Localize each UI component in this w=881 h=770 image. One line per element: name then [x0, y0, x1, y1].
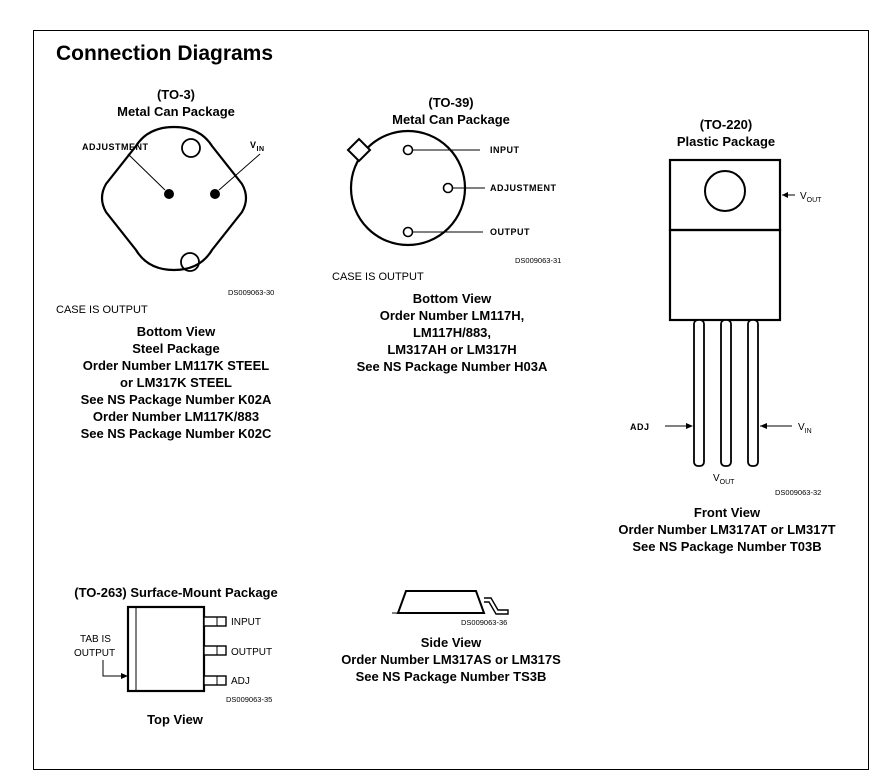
to3-caption-line: or LM317K STEEL: [120, 375, 232, 390]
to3-ds-code: DS009063-30: [228, 288, 275, 297]
to3-title-line2: Metal Can Package: [117, 104, 235, 119]
to220-caption-line: Front View: [693, 505, 761, 520]
to263-caption-line: Top View: [147, 712, 203, 727]
to39-label-input: INPUT: [490, 145, 520, 155]
to39-label-output: OUTPUT: [490, 227, 530, 237]
to263-tab-note-2: OUTPUT: [74, 648, 115, 659]
to3-pin-vin: [210, 189, 220, 199]
to3-caption-line: Order Number LM117K STEEL: [82, 358, 270, 373]
to39-diagram: INPUT ADJUSTMENT OUTPUT: [346, 129, 557, 247]
to263-pin-output: [203, 645, 227, 656]
to39-tab: [346, 137, 372, 163]
to39-ds-code: DS009063-31: [515, 256, 562, 265]
to263-pin-adj: [203, 675, 227, 686]
to220-caption-line: See NS Package Number T03B: [632, 539, 822, 554]
to3-body: [100, 125, 248, 272]
to263-label-output: OUTPUT: [231, 647, 272, 658]
to39-caption-line: See NS Package Number H03A: [356, 359, 548, 374]
to3-caption-line: Steel Package: [132, 341, 220, 356]
to220-lead-adj: [693, 319, 705, 467]
to3-caption-line: See NS Package Number K02A: [80, 392, 272, 407]
side-view-ds-code: DS009063-36: [461, 618, 508, 627]
to220-caption-line: Order Number LM317AT or LM317T: [618, 522, 836, 537]
to3-mount-hole-top: [181, 138, 201, 158]
to220-diagram: VOUT ADJ VIN VOUT: [630, 158, 822, 486]
side-view-lead: [484, 597, 509, 615]
to3-caption: Bottom View Steel Package Order Number L…: [40, 323, 312, 442]
to263-diagram: INPUT OUTPUT ADJ TAB IS OUTPUT: [74, 605, 272, 693]
to3-title: (TO-3) Metal Can Package: [96, 86, 256, 120]
to263-title: (TO-263) Surface-Mount Package: [74, 585, 278, 600]
side-view-caption-line: Order Number LM317AS or LM317S: [341, 652, 561, 667]
to220-label-adj: ADJ: [630, 422, 650, 432]
to220-ds-code: DS009063-32: [775, 488, 822, 497]
to220-title-line2: Plastic Package: [676, 134, 776, 149]
to263-tab-note-1: TAB IS: [80, 634, 111, 645]
to3-label-vin: VIN: [250, 140, 265, 153]
to39-pin-adjustment: [442, 182, 454, 194]
to39-caption-line: LM317AH or LM317H: [387, 342, 517, 357]
to3-label-adjustment: ADJUSTMENT: [82, 142, 149, 152]
to39-caption-line: LM117H/883,: [412, 325, 492, 340]
to263-caption: Top View: [110, 711, 240, 728]
to263-label-adj: ADJ: [231, 676, 250, 687]
to3-pin-adjustment: [164, 189, 174, 199]
to220-label-tab-vout: VOUT: [800, 191, 822, 204]
to220-mount-hole: [704, 170, 746, 212]
to3-diagram: ADJUSTMENT VIN: [82, 125, 265, 272]
to220-title: (TO-220) Plastic Package: [646, 116, 806, 150]
to220-lead-vout: [720, 319, 732, 467]
to39-caption-line: Bottom View: [412, 291, 492, 306]
to39-caption-line: Order Number LM117H,: [379, 308, 525, 323]
to220-lead-vin: [747, 319, 759, 467]
to220-caption: Front View Order Number LM317AT or LM317…: [596, 504, 858, 555]
to3-caption-line: Bottom View: [136, 324, 216, 339]
to220-label-vin: VIN: [798, 422, 812, 435]
to39-label-adjustment: ADJUSTMENT: [490, 183, 557, 193]
to3-caption-line: Order Number LM117K/883: [92, 409, 260, 424]
side-view-caption-line: See NS Package Number TS3B: [355, 669, 547, 684]
to39-pin-input: [402, 144, 414, 156]
side-view-caption: Side View Order Number LM317AS or LM317S…: [320, 634, 582, 685]
to220-title-line1: (TO-220): [699, 117, 753, 132]
to220-label-vout: VOUT: [713, 473, 735, 486]
to220-body: [668, 228, 782, 322]
to263-body: [126, 605, 206, 693]
to3-mount-hole-bottom: [180, 252, 200, 272]
to39-pin-output: [402, 226, 414, 238]
page-title: Connection Diagrams: [56, 42, 274, 65]
side-view-caption-line: Side View: [420, 635, 482, 650]
to39-case-note: CASE IS OUTPUT: [332, 271, 424, 283]
to3-case-note: CASE IS OUTPUT: [56, 304, 148, 316]
side-view-diagram: [392, 590, 509, 615]
to39-caption: Bottom View Order Number LM117H, LM117H/…: [321, 290, 583, 375]
to39-title-line1: (TO-39): [428, 95, 474, 110]
to263-label-input: INPUT: [231, 617, 261, 628]
to3-title-line1: (TO-3): [156, 87, 196, 102]
to263-ds-code: DS009063-35: [226, 695, 273, 704]
to39-title: (TO-39) Metal Can Package: [371, 94, 531, 128]
to263-pin-input: [203, 616, 227, 627]
to3-caption-line: See NS Package Number K02C: [80, 426, 272, 441]
to39-title-line2: Metal Can Package: [392, 112, 510, 127]
side-view-body: [396, 590, 486, 614]
